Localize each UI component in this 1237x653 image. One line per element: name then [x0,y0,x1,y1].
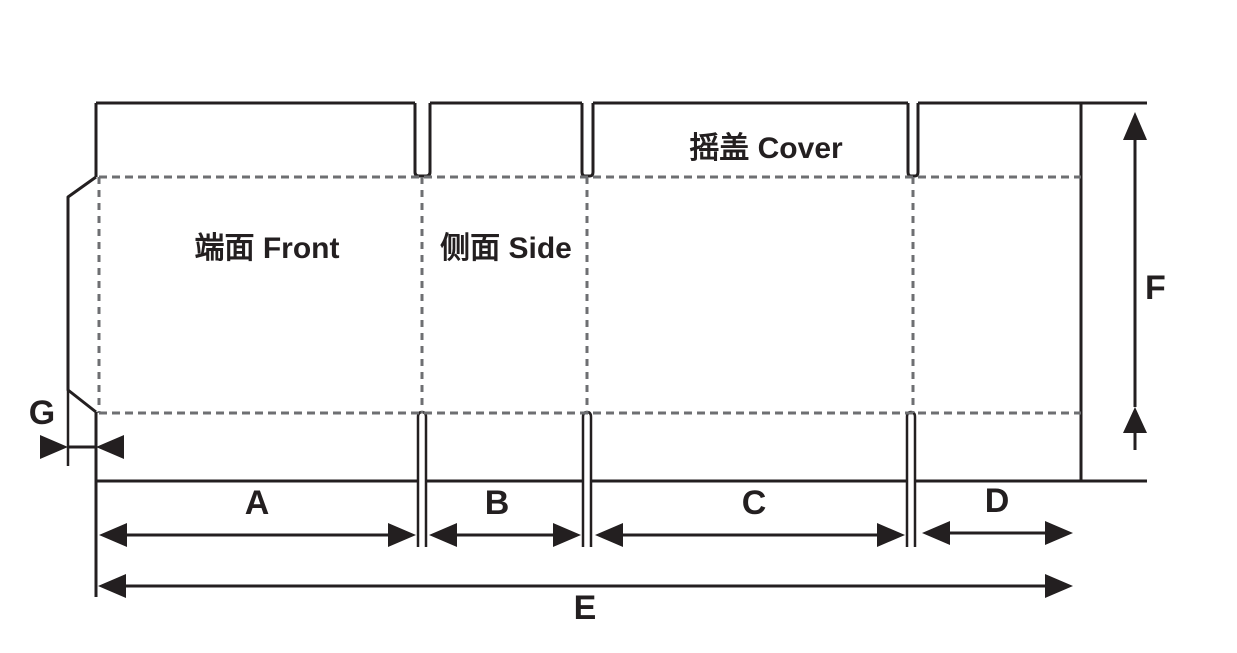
top-slot-3 [906,103,920,178]
dim-e-left-arrowhead [98,574,126,598]
dim-d-right-arrowhead [1045,521,1073,545]
cut-lines [66,101,1147,597]
dim-g-right-arrowhead [96,435,124,459]
dimension-c: C [595,484,905,547]
cover-flap-label: 摇盖 Cover [689,132,843,165]
glue-flap-outline [66,175,97,414]
fold-lines [97,175,1081,415]
dimension-a: A [99,484,416,547]
dimension-f: F [1123,112,1166,450]
dim-c-left-arrowhead [595,523,623,547]
dim-e-right-arrowhead [1045,574,1073,598]
dim-c-right-arrowhead [877,523,905,547]
front-panel-label: 端面 Front [195,232,340,265]
dim-b-left-arrowhead [429,523,457,547]
dim-f-top-arrowhead [1123,112,1147,140]
top-slot-1 [413,103,432,178]
dim-d-left-arrowhead [922,521,950,545]
dim-d-label: D [985,482,1010,520]
dim-g-left-arrowhead [40,435,68,459]
dimension-d: D [922,482,1073,545]
dim-a-left-arrowhead [99,523,127,547]
dimension-e: E [98,574,1073,627]
dim-e-label: E [574,589,597,627]
dim-a-label: A [245,484,270,522]
dim-c-label: C [742,484,767,522]
dim-f-bottom-arrowhead [1123,407,1147,433]
dim-g-label: G [29,394,55,432]
dimension-b: B [429,484,581,547]
dim-b-label: B [485,484,510,522]
dim-f-label: F [1145,269,1166,307]
bottom-slot-1 [416,410,428,547]
bottom-slot-3 [905,410,917,547]
side-panel-label: 侧面 Side [440,232,572,265]
dimension-g: G [29,394,124,459]
dim-b-right-arrowhead [553,523,581,547]
bottom-slot-2 [581,410,593,547]
dim-a-right-arrowhead [388,523,416,547]
panel-labels: 端面 Front 侧面 Side 摇盖 Cover [195,132,843,265]
top-slot-2 [580,103,595,178]
